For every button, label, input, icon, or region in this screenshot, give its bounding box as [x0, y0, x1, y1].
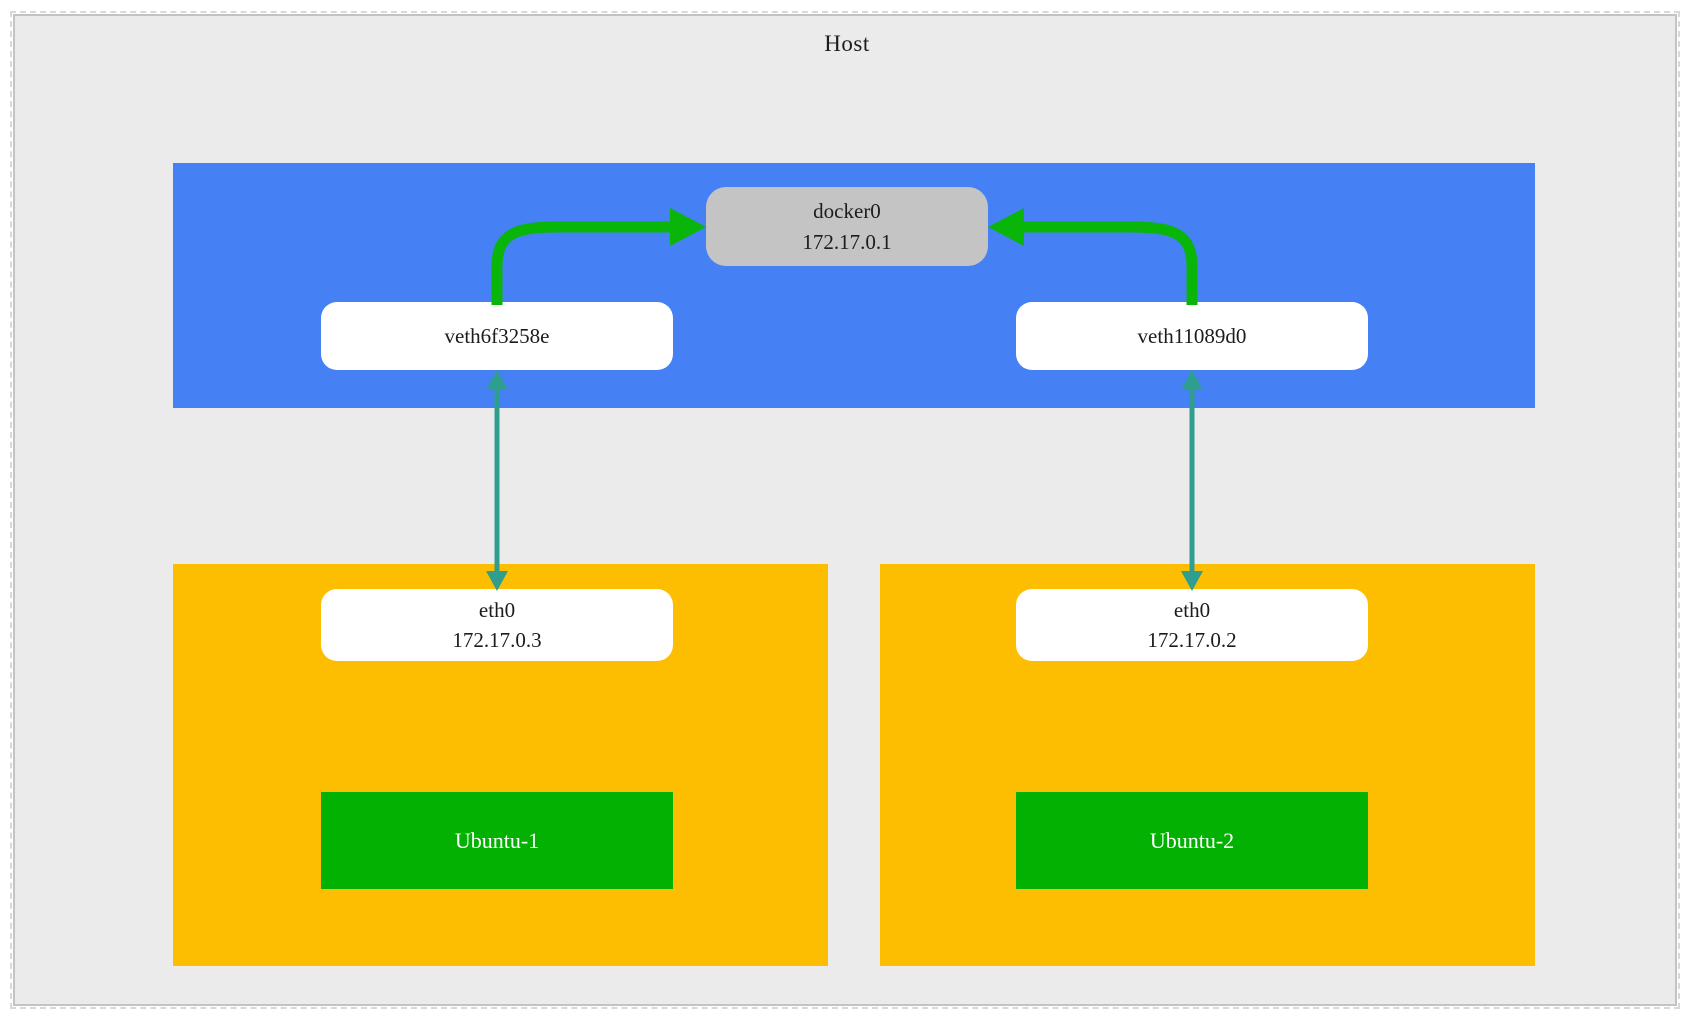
- container-2-name: Ubuntu-2: [1149, 827, 1235, 853]
- veth1-label: veth6f3258e: [444, 323, 550, 348]
- docker0-ip-address: 172.17.0.1: [802, 229, 892, 254]
- container-1-ip-address: 172.17.0.3: [452, 628, 542, 652]
- container-1-eth0-node: eth0 172.17.0.3: [321, 589, 673, 661]
- container-1-name: Ubuntu-1: [454, 827, 540, 853]
- veth2-node: veth11089d0: [1016, 302, 1368, 370]
- veth1-node: veth6f3258e: [321, 302, 673, 370]
- veth2-label: veth11089d0: [1137, 323, 1247, 348]
- container-1-interface-name: eth0: [478, 597, 516, 622]
- docker0-interface-name: docker0: [813, 199, 881, 224]
- container-2-ip-address: 172.17.0.2: [1147, 628, 1237, 652]
- container-2-interface-name: eth0: [1173, 597, 1211, 622]
- container-2-name-box: Ubuntu-2: [1016, 792, 1368, 889]
- container-1-name-box: Ubuntu-1: [321, 792, 673, 889]
- docker0-bridge-node: docker0 172.17.0.1: [706, 187, 988, 266]
- host-label: Host: [824, 31, 870, 56]
- container-2-eth0-node: eth0 172.17.0.2: [1016, 589, 1368, 661]
